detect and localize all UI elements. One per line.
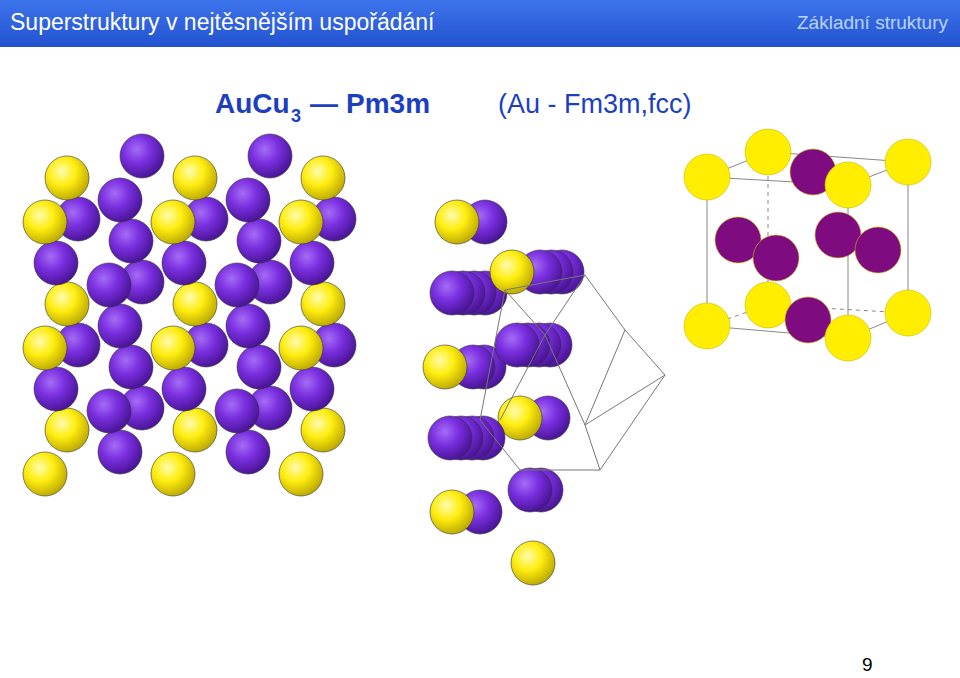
atom — [290, 367, 334, 411]
formula: AuCu — [215, 88, 290, 120]
atom — [109, 219, 153, 263]
atom — [215, 389, 259, 433]
space-group: Pm3m — [346, 88, 430, 120]
atom — [151, 200, 195, 244]
atom — [34, 367, 78, 411]
atom — [885, 139, 931, 185]
atom — [684, 303, 730, 349]
atom — [430, 271, 474, 315]
atom — [87, 389, 131, 433]
dash: — — [310, 88, 338, 120]
atom — [226, 178, 270, 222]
atom — [23, 326, 67, 370]
atom — [301, 282, 345, 326]
header-title: Superstruktury v nejtěsnějším uspořádání — [10, 9, 434, 36]
atom — [495, 323, 539, 367]
atom — [237, 345, 281, 389]
atom — [226, 430, 270, 474]
atom — [120, 134, 164, 178]
atom — [23, 452, 67, 496]
atom — [885, 290, 931, 336]
atom — [684, 154, 730, 200]
atom — [173, 156, 217, 200]
atom — [173, 408, 217, 452]
atom — [151, 452, 195, 496]
atom — [23, 200, 67, 244]
parent-structure: (Au - Fm3m,fcc) — [498, 89, 692, 120]
atom — [428, 416, 472, 460]
atom — [753, 235, 799, 281]
atom — [162, 367, 206, 411]
atom — [173, 282, 217, 326]
atom — [301, 408, 345, 452]
atom — [430, 490, 474, 534]
atom — [98, 178, 142, 222]
atom — [34, 241, 78, 285]
atom — [87, 263, 131, 307]
atom — [290, 241, 334, 285]
atom — [279, 200, 323, 244]
atom — [98, 430, 142, 474]
atom — [109, 345, 153, 389]
atom — [45, 156, 89, 200]
atom — [825, 162, 871, 208]
formula-subscript: 3 — [291, 106, 301, 127]
atom — [237, 219, 281, 263]
atom — [490, 250, 534, 294]
atom — [745, 282, 791, 328]
atom — [98, 304, 142, 348]
section-label: Základní struktury — [797, 12, 948, 34]
atom — [162, 241, 206, 285]
atom — [279, 326, 323, 370]
atom — [45, 408, 89, 452]
atom — [511, 541, 555, 585]
atom — [226, 304, 270, 348]
atom — [745, 129, 791, 175]
atom — [45, 282, 89, 326]
atom — [815, 212, 861, 258]
page-number: 9 — [862, 654, 873, 676]
atom — [151, 326, 195, 370]
cell-outline — [480, 275, 665, 470]
atom — [301, 156, 345, 200]
atom — [423, 345, 467, 389]
atom — [279, 452, 323, 496]
atom — [855, 227, 901, 273]
atom — [435, 200, 479, 244]
atom — [825, 315, 871, 361]
atom — [215, 263, 259, 307]
atom — [785, 297, 831, 343]
atom — [508, 468, 552, 512]
atom — [248, 134, 292, 178]
